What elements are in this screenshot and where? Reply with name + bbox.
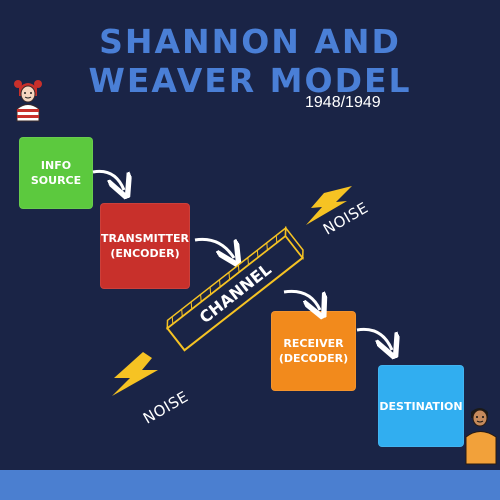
arrow-icon <box>92 169 124 190</box>
title-line-1: SHANNON AND <box>99 22 401 61</box>
transmitter-label-2: (ENCODER) <box>110 247 180 260</box>
receiver-label-1: RECEIVER <box>283 337 344 350</box>
channel-box: CHANNEL <box>165 225 305 352</box>
info-source-label-1: INFO <box>40 159 72 172</box>
destination-box: DESTINATION <box>378 365 464 447</box>
arrow-icon <box>356 327 392 350</box>
footer-bar <box>0 470 500 500</box>
destination-label: DESTINATION <box>379 399 463 413</box>
arrow-icon <box>194 237 234 258</box>
receiver-box: RECEIVER (DECODER) <box>271 311 356 391</box>
title-line-2: WEAVER MODEL <box>88 61 412 100</box>
transmitter-box: TRANSMITTER (ENCODER) <box>100 203 190 289</box>
year-label: 1948/1949 <box>305 94 381 111</box>
info-source-box: INFO SOURCE <box>19 137 93 209</box>
lightning-bolt-icon <box>306 186 352 225</box>
arrow-icon <box>283 289 320 310</box>
receiver-label-2: (DECODER) <box>278 352 349 365</box>
transmitter-label-1: TRANSMITTER <box>101 232 189 245</box>
info-source-label-2: SOURCE <box>30 174 82 187</box>
diagram-title: SHANNON AND WEAVER MODEL <box>0 22 500 100</box>
lightning-bolt-icon <box>112 352 158 396</box>
